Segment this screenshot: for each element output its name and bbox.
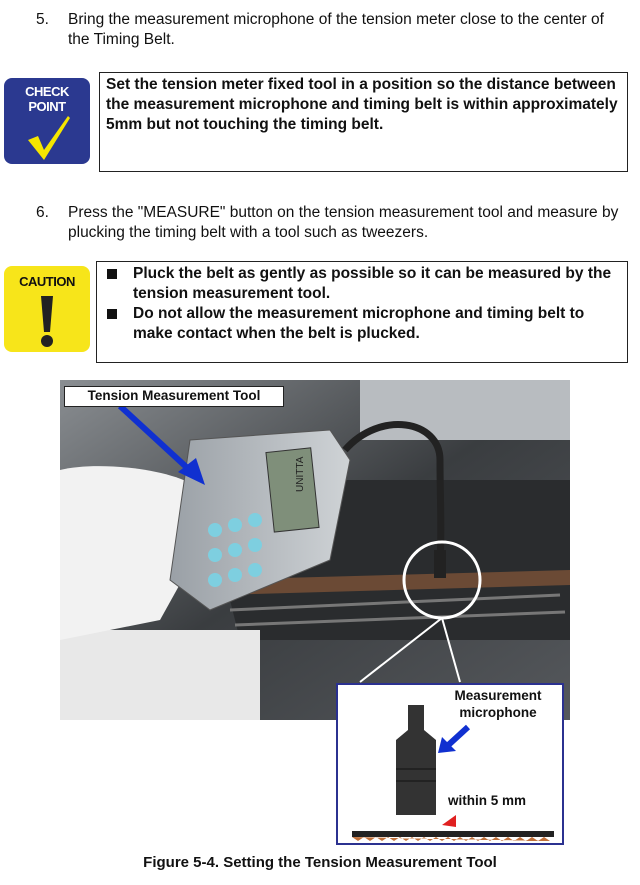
mic-label: Measurement microphone — [454, 688, 542, 720]
step-text: Bring the measurement microphone of the … — [68, 11, 604, 48]
device-brand: UNITTA — [295, 456, 306, 492]
bullet-icon — [107, 309, 117, 319]
checkpoint-label: CHECK — [25, 84, 69, 99]
checkmark-icon — [28, 116, 70, 160]
caution-label: CAUTION — [19, 274, 75, 289]
caution-item: Pluck the belt as gently as possible so … — [103, 264, 621, 304]
caution-item-text: Pluck the belt as gently as possible so … — [133, 265, 612, 302]
caution-box: Pluck the belt as gently as possible so … — [96, 261, 628, 363]
step-number: 5. — [36, 11, 49, 28]
checkpoint-box: Set the tension meter fixed tool in a po… — [99, 72, 628, 172]
microphone-inset: Measurement microphone within 5 mm — [336, 683, 564, 845]
tension-tool-photo: UNITTA — [60, 380, 570, 720]
step-number: 6. — [36, 204, 49, 221]
exclamation-icon — [41, 296, 53, 347]
distance-label: within 5 mm — [448, 793, 527, 808]
checkpoint-icon: CHECK POINT — [4, 78, 90, 164]
microphone-diagram — [352, 705, 554, 841]
figure-caption: Figure 5-4. Setting the Tension Measurem… — [143, 854, 497, 871]
red-arrow-icon — [442, 815, 456, 827]
step-text: Press the "MEASURE" button on the tensio… — [68, 204, 619, 241]
checkpoint-label: POINT — [28, 99, 66, 114]
caution-icon: CAUTION — [4, 266, 90, 352]
caution-item-text: Do not allow the measurement microphone … — [133, 305, 585, 342]
bullet-icon — [107, 269, 117, 279]
caution-item: Do not allow the measurement microphone … — [103, 304, 621, 344]
tool-label: Tension Measurement Tool — [64, 386, 284, 407]
checkpoint-text: Set the tension meter fixed tool in a po… — [106, 76, 618, 133]
